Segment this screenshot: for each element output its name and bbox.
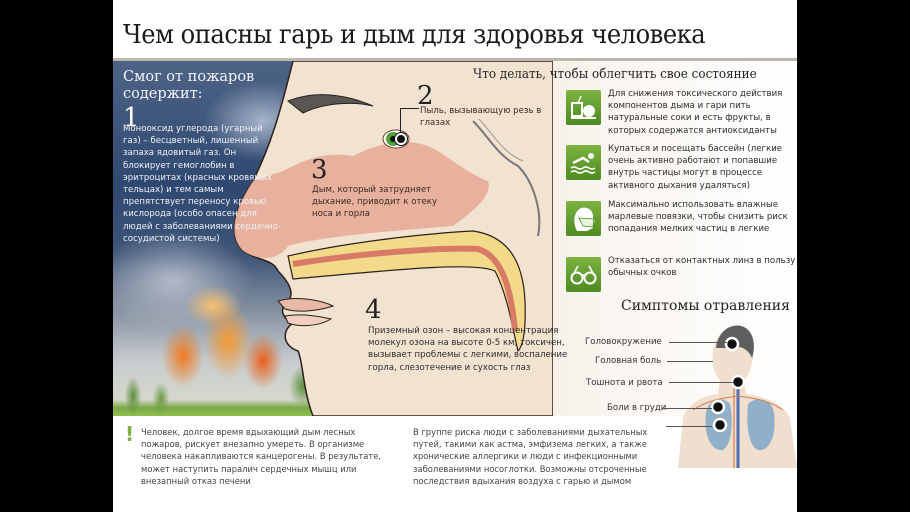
recommendation-swimming: Купаться и посещать бассейн (легкие очен…: [566, 144, 796, 191]
ozone-callout-text: Приземный озон – высокая концентрация мо…: [368, 326, 568, 373]
trees-illustration: [113, 361, 333, 416]
eye-leader-line: [400, 108, 419, 137]
symptom-nausea: Тошнота и рвота: [586, 378, 663, 388]
juice-fruit-icon: [566, 90, 601, 125]
recommendations-heading: Что делать, чтобы облегчить свое состоян…: [473, 67, 757, 82]
recommendation-juice: Для снижения токсического действия компо…: [566, 89, 796, 136]
smog-heading: Смог от пожаров содержит:: [123, 69, 255, 102]
sudden-death-warning-text: Человек, долгое время вдыхающий дым лесн…: [141, 427, 382, 486]
item-number-4: 4: [365, 295, 382, 325]
symptom-leader-line: [669, 382, 733, 383]
smoke-callout-text: Дым, который затрудняет дыхание, приводи…: [312, 185, 438, 220]
item-number-3: 3: [311, 155, 328, 185]
illustration-area: Смог от пожаров содержит: 1 Монооксид уг…: [113, 61, 797, 416]
symptom-leader-line: [669, 342, 727, 343]
symptom-chest-pain: Боли в груди: [607, 403, 667, 413]
symptom-headache: Головная боль: [595, 356, 662, 366]
title-divider: [113, 58, 797, 61]
symptoms-heading: Симптомы отравления: [621, 298, 790, 314]
symptom-dizziness: Головокружение: [585, 337, 662, 347]
face-mask-icon: [566, 201, 601, 236]
warning-exclamation-icon: !: [125, 422, 135, 446]
dust-callout-text: Пыль, вызывающую резь в глазах: [420, 106, 542, 129]
recommendation-glasses: Отказаться от контактных линз в пользу о…: [566, 256, 796, 297]
human-body-diagram: [678, 325, 797, 468]
infographic-poster: Чем опасны гарь и дым для здоровья челов…: [113, 0, 797, 512]
symptom-leader-line: [667, 361, 713, 362]
item-number-2: 2: [417, 81, 434, 111]
respiratory-risk-leader-line: [666, 426, 712, 427]
carbon-monoxide-text: Монооксид углерода (угарный газ) – бесцв…: [123, 124, 282, 244]
recommendation-mask: Максимально использовать влажные марлевы…: [566, 200, 796, 241]
item-number-1: 1: [123, 103, 140, 133]
swimmer-icon: [566, 145, 601, 180]
eye-marker-dot: [395, 133, 407, 145]
risk-group-text: В группе риска люди с заболеваниями дыха…: [413, 427, 648, 486]
glasses-icon: [566, 257, 601, 292]
page-title: Чем опасны гарь и дым для здоровья челов…: [123, 20, 706, 50]
symptom-leader-line: [663, 408, 712, 409]
